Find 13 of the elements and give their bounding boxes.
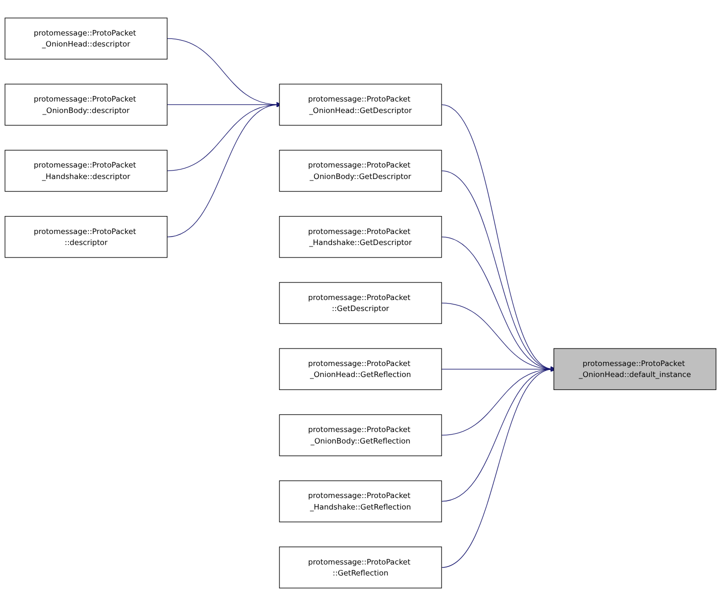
node-box — [279, 348, 442, 390]
node-box — [279, 150, 442, 192]
node-box — [4, 84, 168, 126]
node-box — [4, 18, 168, 60]
node-box — [4, 150, 168, 192]
node-box — [279, 414, 442, 457]
node-box — [279, 480, 442, 523]
node-box — [279, 282, 442, 324]
node-box — [4, 216, 168, 258]
node-box — [279, 84, 442, 126]
node-box — [279, 547, 442, 589]
node-box — [554, 348, 716, 390]
node-box — [279, 216, 442, 258]
